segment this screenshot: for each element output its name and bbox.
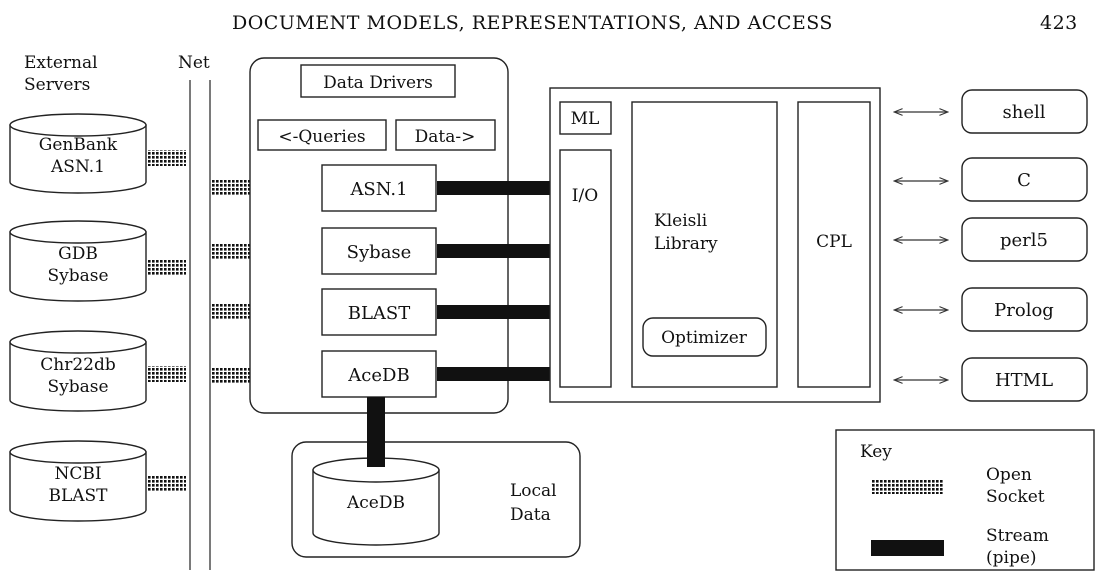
interface-shell-label: shell bbox=[1003, 102, 1046, 123]
local-data-label-line1: Local bbox=[510, 481, 557, 501]
driver-sybase-box bbox=[321, 227, 437, 275]
stream-asn1-io bbox=[437, 181, 560, 195]
key-title: Key bbox=[860, 442, 892, 462]
key-open-socket-line1: Open bbox=[986, 465, 1032, 485]
server-cylinder-genbank: GenBank ASN.1 bbox=[9, 113, 147, 194]
data-drivers-title-box bbox=[300, 64, 456, 98]
local-acedb-cylinder bbox=[312, 457, 440, 546]
data-direction-box bbox=[395, 119, 496, 151]
kleisli-library-line1: Kleisli bbox=[654, 211, 708, 231]
server-gdb-line2: Sybase bbox=[47, 266, 108, 286]
server-cylinder-gdb: GDB Sybase bbox=[9, 220, 147, 302]
server-ncbi-line1: NCBI bbox=[54, 464, 101, 484]
server-cylinder-ncbi-blast: NCBI BLAST bbox=[9, 440, 147, 522]
external-servers-heading-line1: External bbox=[24, 53, 98, 73]
interface-perl5-label: perl5 bbox=[1000, 230, 1048, 251]
optimizer-box bbox=[642, 317, 767, 357]
driver-acedb-box bbox=[321, 350, 437, 398]
interface-shell-box bbox=[961, 89, 1088, 134]
driver-blast-label: BLAST bbox=[348, 303, 411, 324]
server-genbank-line2: ASN.1 bbox=[50, 157, 105, 177]
data-direction-label: Data-> bbox=[415, 127, 476, 147]
data-drivers-title: Data Drivers bbox=[323, 73, 433, 93]
server-ncbi-line2: BLAST bbox=[48, 486, 108, 506]
page-header-title: DOCUMENT MODELS, REPRESENTATIONS, AND AC… bbox=[232, 12, 833, 34]
stream-acedb-io bbox=[437, 367, 560, 381]
driver-asn1-box bbox=[321, 164, 437, 212]
stream-acedb-local-cap bbox=[367, 440, 385, 467]
cpl-box bbox=[797, 101, 871, 388]
driver-acedb-label: AceDB bbox=[347, 365, 409, 386]
key-stream-line2: (pipe) bbox=[986, 548, 1037, 568]
server-genbank-line1: GenBank bbox=[39, 135, 118, 155]
net-heading: Net bbox=[178, 53, 210, 73]
kleisli-library-line2: Library bbox=[654, 234, 718, 254]
driver-blast-box bbox=[321, 288, 437, 336]
io-label: I/O bbox=[572, 186, 598, 206]
local-data-label-line2: Data bbox=[510, 505, 551, 525]
server-cylinder-chr22db: Chr22db Sybase bbox=[9, 330, 147, 412]
open-socket-genbank-net bbox=[148, 150, 186, 166]
queries-label: <-Queries bbox=[278, 127, 365, 147]
open-socket-gdb-net bbox=[148, 259, 186, 275]
interface-perl5-box bbox=[961, 217, 1088, 262]
cpl-label: CPL bbox=[816, 232, 852, 252]
optimizer-label: Optimizer bbox=[661, 328, 748, 348]
key-stream-swatch bbox=[871, 540, 944, 556]
ml-box bbox=[559, 101, 612, 135]
server-gdb-line1: GDB bbox=[58, 244, 98, 264]
interface-c-box bbox=[961, 157, 1088, 202]
local-acedb-label: AceDB bbox=[346, 493, 405, 513]
stream-sybase-io bbox=[437, 244, 560, 258]
external-servers-heading-line2: Servers bbox=[24, 75, 90, 95]
key-stream-line1: Stream bbox=[986, 526, 1049, 546]
key-open-socket-line2: Socket bbox=[986, 487, 1045, 507]
key-open-socket-swatch bbox=[871, 480, 944, 494]
stream-blast-io bbox=[437, 305, 560, 319]
server-chr22db-line2: Sybase bbox=[47, 377, 108, 397]
driver-asn1-label: ASN.1 bbox=[349, 179, 407, 200]
interface-c-label: C bbox=[1017, 170, 1031, 191]
io-box bbox=[559, 149, 612, 388]
interface-prolog-box bbox=[961, 287, 1088, 332]
open-socket-chr22db-net bbox=[148, 366, 186, 382]
interface-html-box bbox=[961, 357, 1088, 402]
interface-prolog-label: Prolog bbox=[994, 300, 1054, 321]
interface-html-label: HTML bbox=[995, 370, 1053, 391]
queries-box bbox=[257, 119, 387, 151]
ml-label: ML bbox=[571, 109, 600, 129]
page-number: 423 bbox=[1040, 12, 1078, 34]
server-chr22db-line1: Chr22db bbox=[40, 355, 116, 375]
open-socket-ncbi-net bbox=[148, 475, 186, 491]
driver-sybase-label: Sybase bbox=[347, 242, 412, 263]
